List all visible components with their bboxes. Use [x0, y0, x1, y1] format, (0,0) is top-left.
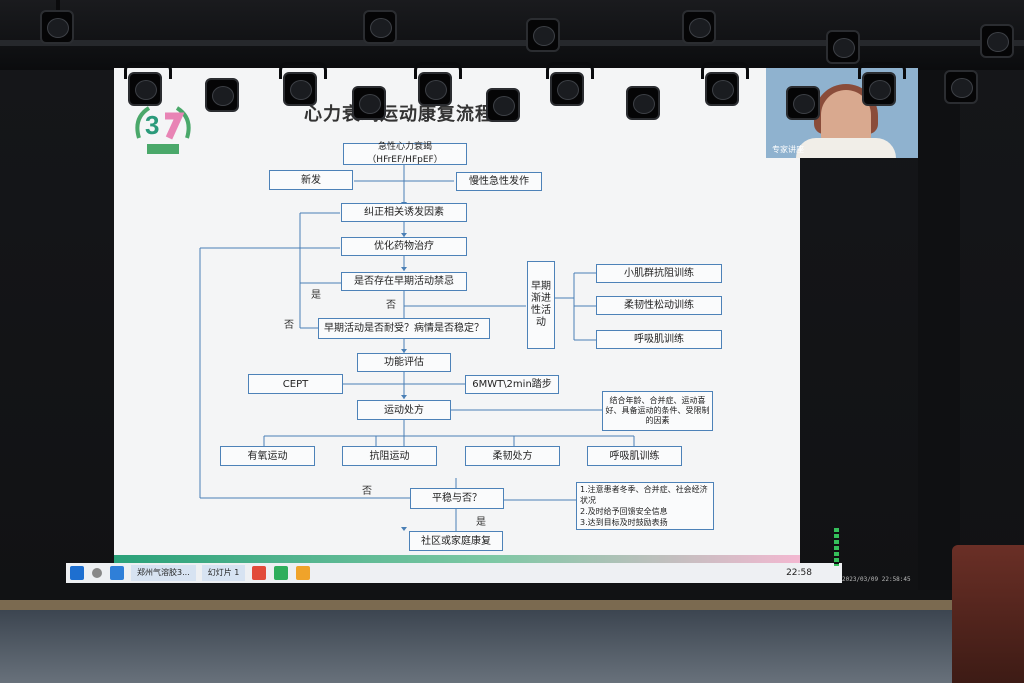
flow-stable: 平稳与否？	[410, 488, 504, 509]
flow-exercise-rx: 运动处方	[357, 400, 451, 420]
taskbar-clock: 22:58	[786, 568, 812, 578]
search-icon[interactable]	[92, 568, 102, 578]
stage-light	[682, 10, 716, 44]
browser-icon[interactable]	[110, 566, 124, 580]
flow-early-contra: 是否存在早期活动禁忌	[341, 272, 467, 291]
flow-flexibility: 柔韧性松动训练	[596, 296, 722, 315]
stage-light	[626, 86, 660, 120]
flow-correct-factors: 纠正相关诱发因素	[341, 203, 467, 222]
flow-yes-label-2: 是	[476, 517, 486, 528]
app-icon-green[interactable]	[274, 566, 289, 580]
flow-start: 急性心力衰竭 （HFrEF/HFpEF）	[343, 142, 467, 165]
taskbar-task-1[interactable]: 郑州气溶胶3...	[131, 565, 196, 581]
flow-yes-label: 是	[311, 290, 321, 301]
stage-light	[352, 86, 386, 120]
heart-center-logo: 3	[135, 106, 191, 154]
lighting-truss	[0, 40, 1024, 46]
stage-light	[124, 62, 172, 106]
taskbar-task-2[interactable]: 幻灯片 1	[201, 565, 246, 581]
flow-early-activity: 早期渐进性活动	[527, 261, 555, 349]
flow-new-onset: 新发	[269, 170, 353, 190]
stage-light	[826, 30, 860, 64]
speaker-body	[796, 138, 896, 158]
stage-light	[279, 62, 327, 106]
flow-flex-rx: 柔韧处方	[465, 446, 560, 466]
flow-chronic-acute: 慢性急性发作	[456, 172, 542, 191]
flow-6mwt: 6MWT\2min踏步	[465, 375, 559, 394]
stage-light	[486, 88, 520, 122]
stage-light	[786, 86, 820, 120]
side-panel	[918, 70, 960, 590]
windows-taskbar: 郑州气溶胶3... 幻灯片 1 22:58	[66, 563, 842, 583]
stage-light	[40, 10, 74, 44]
flow-breathing: 呼吸肌训练	[596, 330, 722, 349]
flow-no-label-3: 否	[362, 486, 372, 497]
stage-light	[701, 62, 749, 106]
stage-light	[980, 24, 1014, 58]
stage-light	[526, 18, 560, 52]
flow-optimize-drugs: 优化药物治疗	[341, 237, 467, 256]
flowchart-connectors	[199, 164, 635, 531]
ceiling	[0, 0, 1024, 70]
flow-community: 社区或家庭康复	[409, 531, 503, 551]
flow-notes: 1.注意患者冬季、合并症、社会经济状况 2.及时给予回馈安全信息 3.达到目标及…	[576, 482, 714, 530]
stage-light	[205, 78, 239, 112]
camera-timestamp: 2023/03/09 22:58:45	[842, 576, 911, 583]
flow-aerobic: 有氧运动	[220, 446, 315, 466]
led-indicator	[834, 528, 839, 566]
flow-no-label-2: 否	[284, 320, 294, 331]
flow-no-label: 否	[386, 300, 396, 311]
stage-light	[414, 62, 462, 106]
stage-light	[546, 62, 594, 106]
speaker-label: 专家讲座	[772, 145, 804, 154]
slide-title: 心力衰竭运动康复流程	[304, 104, 494, 125]
chair	[952, 545, 1024, 683]
flow-resistance: 抗阻运动	[342, 446, 437, 466]
flow-function-eval: 功能评估	[357, 353, 451, 372]
flow-early-tolerate: 早期活动是否耐受？病情是否稳定？	[318, 318, 490, 339]
stage-light	[944, 70, 978, 104]
stage-light	[363, 10, 397, 44]
start-icon[interactable]	[70, 566, 84, 580]
stage-floor	[0, 610, 1024, 683]
flow-breath-training: 呼吸肌训练	[587, 446, 682, 466]
flow-combine-note: 结合年龄、合并症、运动喜好、具备运动的条件、受限制的因素	[602, 391, 713, 431]
projection-screen: 3 心力衰竭运动康复流程	[114, 68, 800, 568]
flow-small-muscle: 小肌群抗阻训练	[596, 264, 722, 283]
app-icon-orange[interactable]	[296, 566, 311, 580]
svg-text:3: 3	[145, 110, 159, 140]
stage-light	[858, 62, 906, 106]
flow-cept: CEPT	[248, 374, 343, 394]
app-icon-red[interactable]	[252, 566, 267, 580]
